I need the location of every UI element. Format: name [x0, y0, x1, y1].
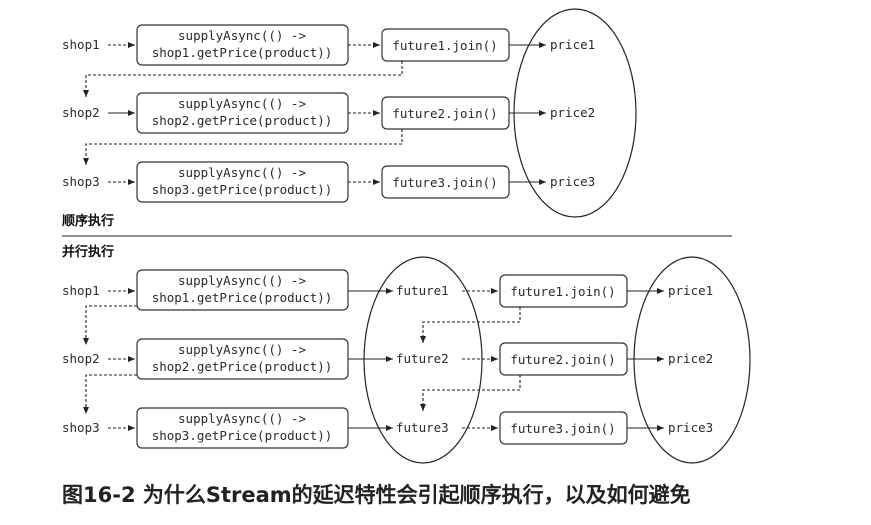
- par-dependency-join-1: [420, 307, 521, 343]
- parallel-section: 并行执行 shop1 supplyAsync(() -> shop1.getPr…: [62, 244, 751, 464]
- par-task1-box: [136, 269, 349, 311]
- seq-task2-line1: supplyAsync(() ->: [178, 96, 306, 111]
- seq-shop3-label: shop3: [62, 174, 100, 189]
- par-dependency-join-2: [420, 375, 521, 411]
- par-task2-line2: shop2.getPrice(product)): [152, 359, 333, 374]
- seq-price2-label: price2: [550, 105, 595, 120]
- par-future3-label: future3: [396, 420, 449, 435]
- seq-task2-line2: shop2.getPrice(product)): [152, 113, 333, 128]
- par-future2-label: future2: [396, 351, 449, 366]
- par-price2-label: price2: [668, 351, 713, 366]
- par-price1-label: price1: [668, 283, 713, 298]
- seq-price-group-oval: [513, 8, 637, 218]
- par-shop2-label: shop2: [62, 351, 100, 366]
- seq-dependency-arrow-1: [83, 61, 403, 97]
- sequential-section: shop1 supplyAsync(() -> shop1.getPrice(p…: [62, 8, 637, 229]
- par-task3-line2: shop3.getPrice(product)): [152, 428, 333, 443]
- seq-section-label: 顺序执行: [62, 213, 114, 229]
- seq-task3-line2: shop3.getPrice(product)): [152, 182, 333, 197]
- par-price-group-oval: [633, 256, 751, 464]
- seq-join2-label: future2.join(): [392, 106, 497, 121]
- seq-task3-line1: supplyAsync(() ->: [178, 165, 306, 180]
- seq-join3-label: future3.join(): [392, 175, 497, 190]
- seq-task1-line2: shop1.getPrice(product)): [152, 45, 333, 60]
- seq-task1-line1: supplyAsync(() ->: [178, 28, 306, 43]
- par-dependency-shop-1: [83, 305, 137, 345]
- par-task3-line1: supplyAsync(() ->: [178, 411, 306, 426]
- par-price3-label: price3: [668, 420, 713, 435]
- par-join3-label: future3.join(): [510, 421, 615, 436]
- seq-price3-label: price3: [550, 174, 595, 189]
- seq-shop2-label: shop2: [62, 105, 100, 120]
- seq-shop1-label: shop1: [62, 37, 100, 52]
- par-dependency-shop-2: [83, 374, 137, 414]
- figure-caption: 图16-2 为什么Stream的延迟特性会引起顺序执行，以及如何避免: [62, 483, 691, 507]
- par-join1-label: future1.join(): [510, 284, 615, 299]
- seq-price1-label: price1: [550, 37, 595, 52]
- par-task1-line2: shop1.getPrice(product)): [152, 290, 333, 305]
- par-join2-label: future2.join(): [510, 352, 615, 367]
- par-future-group-oval: [363, 256, 483, 464]
- seq-dependency-arrow-2: [83, 129, 403, 165]
- par-section-label: 并行执行: [62, 244, 114, 260]
- par-future1-label: future1: [396, 283, 449, 298]
- par-task1-line1: supplyAsync(() ->: [178, 273, 306, 288]
- seq-join1-label: future1.join(): [392, 38, 497, 53]
- par-shop3-label: shop3: [62, 420, 100, 435]
- par-shop1-label: shop1: [62, 283, 100, 298]
- par-task2-line1: supplyAsync(() ->: [178, 342, 306, 357]
